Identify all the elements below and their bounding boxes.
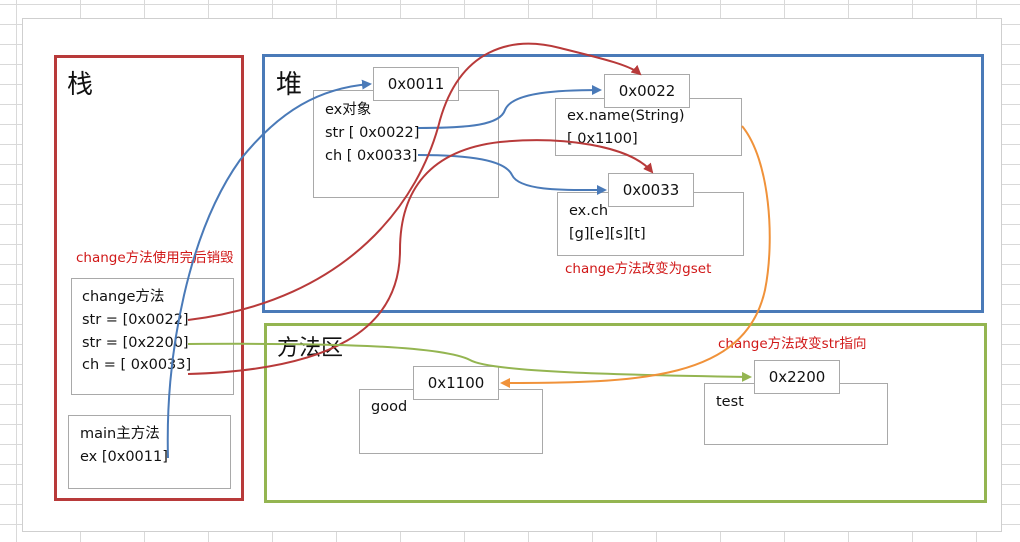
heap-change-note: change方法改变为gset (565, 261, 712, 277)
arrow-string-to-good (500, 125, 771, 388)
test-const-address: 0x2200 (754, 360, 840, 394)
change-frame-line: str = [0x0022] (82, 312, 189, 328)
char-array-line: ex.ch (569, 203, 609, 219)
ex-object-address: 0x0011 (373, 67, 459, 101)
main-frame: main主方法 ex [0x0011] (68, 415, 231, 489)
arrow-change-ch-to-char-array (187, 139, 654, 375)
ex-object-line: ex对象 (325, 102, 372, 118)
char-array-line: [g][e][s][t] (569, 226, 646, 242)
char-array-address: 0x0033 (608, 173, 694, 207)
ex-object-line: str [ 0x0022] (325, 125, 420, 141)
arrow-ex-str-to-string (417, 85, 602, 129)
test-const-value: test (716, 394, 744, 410)
change-frame: change方法 str = [0x0022] str = [0x2200] c… (71, 278, 234, 395)
good-const-address: 0x1100 (413, 366, 499, 400)
string-object-address: 0x0022 (604, 74, 690, 108)
char-array-box: ex.ch [g][e][s][t] (557, 192, 744, 256)
good-const-value: good (371, 399, 408, 415)
method-area-region (264, 323, 987, 503)
change-frame-line: str = [0x2200] (82, 335, 189, 351)
ex-object-line: ch [ 0x0033] (325, 148, 418, 164)
change-frame-line: ch = [ 0x0033] (82, 357, 192, 373)
method-area-change-note: change方法改变str指向 (718, 336, 867, 352)
arrow-change-str-to-test (187, 342, 752, 382)
change-frame-title: change方法 (82, 289, 165, 305)
arrow-main-ex-to-ex-object (166, 79, 372, 459)
stack-title: 栈 (67, 70, 94, 100)
heap-region (262, 54, 984, 313)
arrow-ex-ch-to-char-array (417, 154, 607, 196)
arrow-change-str-to-string (187, 42, 642, 321)
main-frame-title: main主方法 (80, 426, 160, 442)
heap-title: 堆 (276, 70, 303, 100)
ex-object-box: ex对象 str [ 0x0022] ch [ 0x0033] (313, 90, 499, 198)
main-frame-line: ex [0x0011] (80, 449, 168, 465)
stack-region (54, 55, 244, 501)
string-object-line: ex.name(String) (567, 108, 685, 124)
